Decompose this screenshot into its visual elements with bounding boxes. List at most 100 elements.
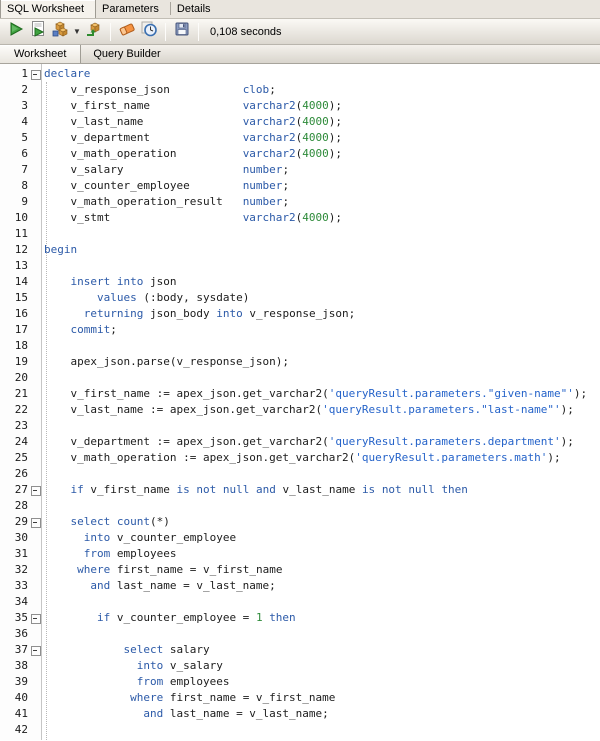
code-token: 4000: [302, 115, 329, 128]
code-line[interactable]: v_last_name varchar2(4000);: [42, 114, 600, 130]
fold-margin: [30, 226, 41, 242]
tab-sql-worksheet[interactable]: SQL Worksheet: [0, 0, 97, 18]
code-token: [110, 515, 117, 528]
code-line[interactable]: [42, 370, 600, 386]
fold-toggle[interactable]: [30, 642, 41, 658]
code-token: [44, 547, 84, 560]
tab-worksheet[interactable]: Worksheet: [0, 45, 82, 63]
code-line[interactable]: [42, 338, 600, 354]
code-line[interactable]: into v_counter_employee: [42, 530, 600, 546]
rollback-button[interactable]: [83, 21, 105, 43]
gutter-row: 20: [0, 370, 41, 386]
code-token: (: [295, 131, 303, 144]
code-line[interactable]: if v_first_name is not null and v_last_n…: [42, 482, 600, 498]
code-line[interactable]: [42, 466, 600, 482]
code-token: into: [216, 307, 243, 320]
code-line[interactable]: v_department varchar2(4000);: [42, 130, 600, 146]
code-line[interactable]: v_math_operation_result number;: [42, 194, 600, 210]
gutter-row: 32: [0, 562, 41, 578]
code-lines[interactable]: declare v_response_json clob; v_first_na…: [42, 64, 600, 740]
code-line[interactable]: [42, 418, 600, 434]
run-statement-button[interactable]: [5, 21, 27, 43]
toolbar-separator: [110, 22, 111, 41]
code-line[interactable]: select salary: [42, 642, 600, 658]
save-button[interactable]: [171, 21, 193, 43]
code-token: (: [295, 147, 303, 160]
code-line[interactable]: [42, 626, 600, 642]
commit-button[interactable]: [49, 21, 71, 43]
code-line[interactable]: v_last_name := apex_json.get_varchar2('q…: [42, 402, 600, 418]
code-line[interactable]: [42, 722, 600, 738]
code-line[interactable]: v_first_name varchar2(4000);: [42, 98, 600, 114]
line-number: 6: [21, 147, 28, 160]
code-token: v_department := apex_json.get_varchar2(: [44, 435, 329, 448]
fold-margin: [30, 546, 41, 562]
code-line[interactable]: v_department := apex_json.get_varchar2('…: [42, 434, 600, 450]
clear-button[interactable]: [116, 21, 138, 43]
run-script-button[interactable]: [27, 21, 49, 43]
commit-dropdown-button[interactable]: ▼: [71, 21, 83, 43]
fold-toggle[interactable]: [30, 514, 41, 530]
tab-query-builder-label: Query Builder: [93, 48, 161, 60]
toolbar-separator: [165, 22, 166, 41]
tab-parameters[interactable]: Parameters: [96, 0, 170, 18]
sql-history-button[interactable]: [138, 21, 160, 43]
code-line[interactable]: [42, 498, 600, 514]
code-token: [216, 483, 223, 496]
code-line[interactable]: values (:body, sysdate): [42, 290, 600, 306]
line-number: 3: [21, 99, 28, 112]
code-line[interactable]: [42, 594, 600, 610]
code-line[interactable]: where first_name = v_first_name: [42, 562, 600, 578]
fold-toggle[interactable]: [30, 482, 41, 498]
line-number: 22: [14, 403, 28, 416]
fold-toggle[interactable]: [30, 66, 41, 82]
code-line[interactable]: insert into json: [42, 274, 600, 290]
gutter-row: 35: [0, 610, 41, 626]
code-token: commit: [70, 323, 111, 336]
code-line[interactable]: v_math_operation varchar2(4000);: [42, 146, 600, 162]
code-line[interactable]: select count(*): [42, 514, 600, 530]
code-line[interactable]: v_salary number;: [42, 162, 600, 178]
fold-margin: [30, 322, 41, 338]
code-token: last_name = v_last_name;: [163, 707, 329, 720]
code-line[interactable]: into v_salary: [42, 658, 600, 674]
fold-margin: [30, 706, 41, 722]
fold-toggle[interactable]: [30, 610, 41, 626]
code-line[interactable]: where first_name = v_first_name: [42, 690, 600, 706]
code-line[interactable]: and last_name = v_last_name;: [42, 706, 600, 722]
code-line[interactable]: from employees: [42, 546, 600, 562]
tab-details[interactable]: Details: [171, 0, 222, 18]
fold-margin: [30, 690, 41, 706]
code-line[interactable]: and last_name = v_last_name;: [42, 578, 600, 594]
code-token: json_body: [143, 307, 217, 320]
code-line[interactable]: v_stmt varchar2(4000);: [42, 210, 600, 226]
code-line[interactable]: v_counter_employee number;: [42, 178, 600, 194]
gutter-row: 31: [0, 546, 41, 562]
code-token: begin: [44, 243, 78, 256]
code-line[interactable]: commit;: [42, 322, 600, 338]
code-line[interactable]: returning json_body into v_response_json…: [42, 306, 600, 322]
commit-database-icon: [51, 20, 69, 43]
fold-margin: [30, 498, 41, 514]
code-token: [44, 659, 137, 672]
code-line[interactable]: v_math_operation := apex_json.get_varcha…: [42, 450, 600, 466]
gutter-row: 28: [0, 498, 41, 514]
code-line[interactable]: v_response_json clob;: [42, 82, 600, 98]
line-number: 14: [14, 275, 28, 288]
code-line[interactable]: [42, 258, 600, 274]
line-number: 15: [14, 291, 28, 304]
code-line[interactable]: begin: [42, 242, 600, 258]
code-token: (:body, sysdate): [136, 291, 250, 304]
code-token: 'queryResult.parameters.department': [328, 435, 561, 448]
code-line[interactable]: apex_json.parse(v_response_json);: [42, 354, 600, 370]
code-line[interactable]: from employees: [42, 674, 600, 690]
code-token: v_counter_employee =: [110, 611, 256, 624]
code-token: employees: [163, 675, 230, 688]
tab-query-builder[interactable]: Query Builder: [81, 45, 172, 63]
code-line[interactable]: [42, 226, 600, 242]
code-line[interactable]: if v_counter_employee = 1 then: [42, 610, 600, 626]
code-line[interactable]: declare: [42, 66, 600, 82]
code-line[interactable]: v_first_name := apex_json.get_varchar2('…: [42, 386, 600, 402]
